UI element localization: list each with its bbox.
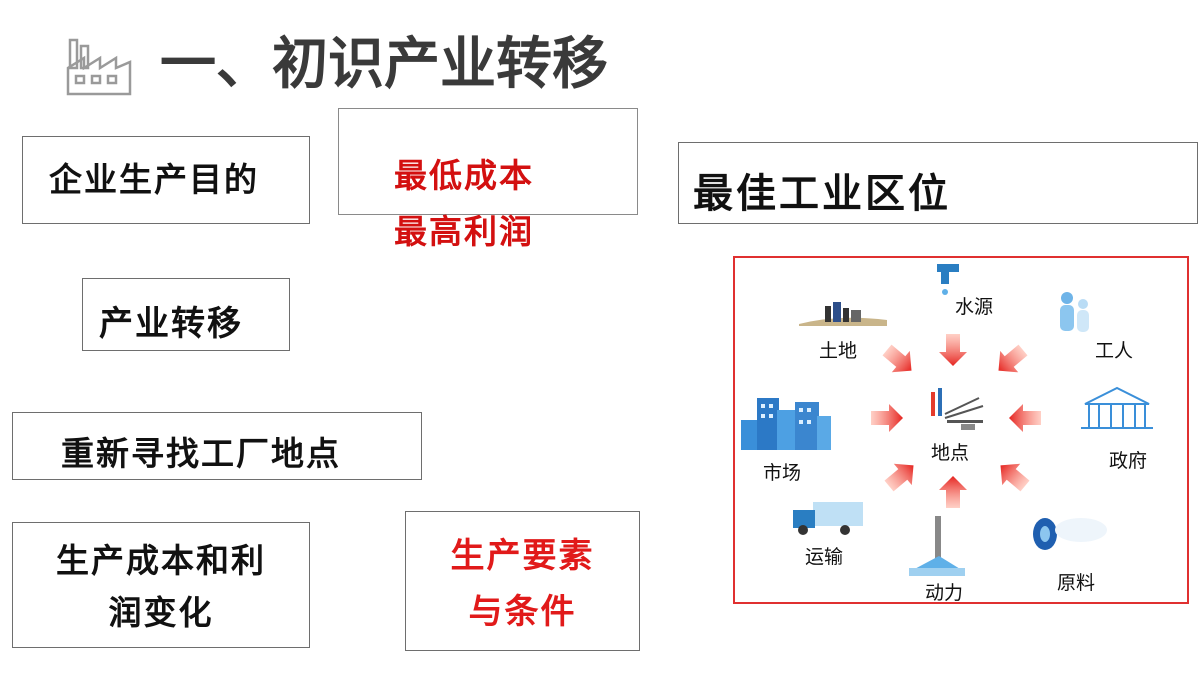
- land-icon: [799, 302, 887, 326]
- cost-profit-text: 最低成本 最高利润: [394, 148, 534, 260]
- arrow-from-transport: [884, 463, 914, 492]
- factory-icon: [66, 38, 132, 96]
- worker-icon: [1060, 292, 1089, 332]
- label-materials: 原料: [1057, 572, 1096, 594]
- truck-icon: [793, 502, 863, 535]
- factors-line2: 与条件: [468, 592, 577, 632]
- factors-line1: 生产要素: [450, 536, 595, 576]
- box-best-location: 最佳工业区位: [678, 142, 1198, 224]
- cost-change-line1: 生产成本和利: [56, 541, 266, 580]
- arrow-from-power: [939, 476, 967, 508]
- cost-change-line2: 润变化: [108, 593, 214, 632]
- label-workers: 工人: [1095, 340, 1134, 362]
- market-icon: [741, 398, 831, 450]
- arrow-from-materials: [1000, 463, 1030, 492]
- arrow-from-land: [882, 344, 912, 373]
- page-title: 一、初识产业转移: [160, 32, 608, 97]
- relocate-factory-text: 重新寻找工厂地点: [61, 434, 341, 473]
- production-purpose-text: 企业生产目的: [49, 160, 259, 199]
- water-tap-icon: [937, 264, 959, 295]
- government-icon: [1081, 386, 1153, 429]
- arrow-from-government: [1009, 404, 1041, 432]
- label-government: 政府: [1109, 450, 1148, 472]
- best-location-text: 最佳工业区位: [693, 170, 951, 217]
- label-market: 市场: [763, 462, 802, 484]
- center-factory-icon: [931, 388, 984, 430]
- label-transport: 运输: [805, 546, 844, 568]
- industry-transfer-text: 产业转移: [99, 304, 243, 344]
- arrow-from-water: [939, 334, 967, 366]
- lowest-cost-text: 最低成本: [394, 156, 534, 195]
- materials-icon: [1033, 518, 1107, 550]
- highest-profit-text: 最高利润: [394, 212, 534, 251]
- box-production-factors: 生产要素 与条件: [405, 511, 640, 651]
- power-plant-icon: [909, 516, 965, 576]
- arrow-from-workers: [998, 344, 1028, 373]
- box-industry-transfer: 产业转移: [82, 278, 290, 351]
- box-cost-profit-change: 生产成本和利 润变化: [12, 522, 310, 648]
- box-relocate-factory: 重新寻找工厂地点: [12, 412, 422, 480]
- label-power: 动力: [925, 582, 964, 604]
- box-cost-profit: [338, 108, 638, 215]
- diagram-graphics: [741, 264, 1153, 576]
- box-production-purpose: 企业生产目的: [22, 136, 310, 224]
- label-land: 土地: [819, 340, 858, 362]
- label-location: 地点: [931, 442, 970, 464]
- arrows: [871, 334, 1041, 508]
- location-factors-diagram: 水源 土地 工人 地点 市场 政府 运输 原料 动力: [733, 256, 1189, 604]
- arrow-from-market: [871, 404, 903, 432]
- label-water: 水源: [955, 296, 994, 318]
